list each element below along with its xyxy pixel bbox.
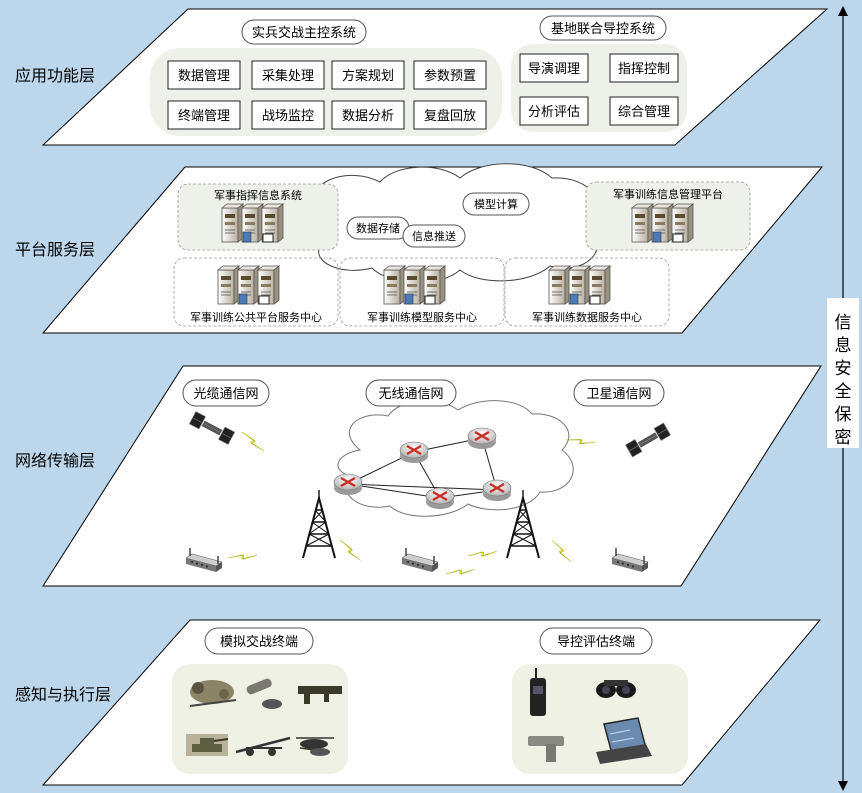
app-function-box — [167, 60, 241, 90]
guide-terminal-label: 导控评估终端 — [557, 634, 635, 650]
guide-function-box — [609, 53, 679, 83]
guide-function-label: 综合管理 — [618, 105, 670, 120]
cloud-service-label: 模型计算 — [474, 197, 518, 211]
app-function-box — [251, 60, 325, 90]
app-function-label: 复盘回放 — [424, 108, 476, 124]
guide-function-box — [519, 96, 589, 126]
sim-terminal-box — [204, 627, 314, 655]
service-center-servers-icon — [218, 266, 279, 304]
rifle-simulator-icon — [298, 686, 342, 704]
platform-layer-label: 平台服务层 — [15, 240, 95, 259]
cloud-service-tag — [462, 192, 530, 216]
router-icon — [398, 440, 430, 465]
app-function-box — [331, 100, 405, 130]
app-function-label: 终端管理 — [178, 108, 230, 124]
service-center-panel — [504, 257, 670, 327]
sense-layer-label: 感知与执行层 — [15, 685, 111, 704]
wireless-net-label: 无线通信网 — [378, 387, 443, 402]
artillery-icon — [235, 736, 291, 756]
app-function-label: 方案规划 — [342, 68, 394, 84]
security-char: 保 — [835, 405, 852, 425]
guide-function-label: 指挥控制 — [618, 62, 670, 77]
laser-pistol-icon — [528, 736, 564, 762]
security-char: 密 — [835, 428, 852, 448]
router-icon — [466, 426, 498, 451]
service-center-label: 军事训练模型服务中心 — [367, 310, 477, 324]
app-function-box — [331, 60, 405, 90]
app-layer-label: 应用功能层 — [15, 66, 95, 85]
helicopter-icon — [296, 737, 334, 756]
app-group2-title: 基地联合导控系统 — [551, 22, 655, 37]
tank-icon — [186, 734, 229, 756]
service-center-label: 军事训练数据服务中心 — [532, 310, 642, 324]
service-center-servers-icon — [384, 266, 445, 304]
security-char: 安 — [835, 359, 852, 379]
sim-terminal-label: 模拟交战终端 — [220, 634, 298, 650]
security-char: 全 — [835, 382, 852, 402]
fiber-net-label: 光缆通信网 — [193, 386, 258, 402]
guide-terminal-box — [539, 627, 653, 655]
training-mgmt-label: 军事训练信息管理平台 — [613, 187, 723, 201]
network-layer-label: 网络传输层 — [15, 451, 95, 470]
security-char: 信 — [835, 313, 852, 333]
app-group2-title-box — [539, 15, 667, 41]
satellite-net-box — [573, 379, 665, 407]
cmd-system-servers-icon — [222, 204, 283, 242]
router-icon — [424, 486, 456, 511]
app-group1-title-box — [241, 19, 367, 45]
app-function-box — [413, 100, 487, 130]
fiber-net-box — [182, 379, 270, 407]
app-function-box — [167, 100, 241, 130]
app-function-label: 数据管理 — [178, 69, 230, 84]
radio-handset-icon — [530, 668, 546, 716]
network-layer: 网络传输层 光缆通信网 无线通信网 卫星通信网 — [15, 365, 822, 587]
service-center-label: 军事训练公共平台服务中心 — [190, 310, 322, 324]
router-icon — [481, 478, 513, 503]
sense-layer: 感知与执行层 模拟交战终端 导控评估终端 — [15, 619, 822, 786]
wireless-net-box — [365, 379, 457, 407]
app-function-label: 数据分析 — [342, 109, 394, 124]
guide-function-box — [609, 96, 679, 126]
security-char: 息 — [835, 336, 852, 356]
cloud-service-label: 数据存储 — [356, 221, 400, 235]
night-vision-icon — [596, 680, 636, 698]
router-icon — [332, 472, 364, 497]
guide-function-box — [519, 53, 589, 83]
service-cloud — [302, 163, 600, 284]
cmd-system-label: 军事指挥信息系统 — [214, 188, 302, 202]
app-group1-title: 实兵交战主控系统 — [252, 25, 356, 41]
guide-function-label: 分析评估 — [528, 105, 580, 120]
app-function-label: 采集处理 — [262, 68, 314, 84]
soldier-gear-icon — [189, 680, 237, 707]
app-function-label: 战场监控 — [262, 109, 314, 124]
service-center-panel — [339, 257, 505, 327]
app-function-box — [251, 100, 325, 130]
training-mgmt-servers-icon — [632, 204, 693, 242]
rugged-laptop-icon — [596, 717, 652, 764]
service-center-panel — [173, 257, 339, 327]
service-center-servers-icon — [549, 266, 610, 304]
app-function-label: 参数预置 — [424, 68, 476, 84]
sensor-device-icon — [246, 678, 282, 709]
satellite-net-label: 卫星通信网 — [586, 387, 651, 402]
cloud-service-label: 信息推送 — [412, 229, 456, 243]
guide-function-label: 导演调理 — [528, 61, 580, 77]
sim-terminal-panel — [172, 664, 348, 774]
app-function-box — [413, 60, 487, 90]
cloud-service-tag — [402, 224, 466, 248]
